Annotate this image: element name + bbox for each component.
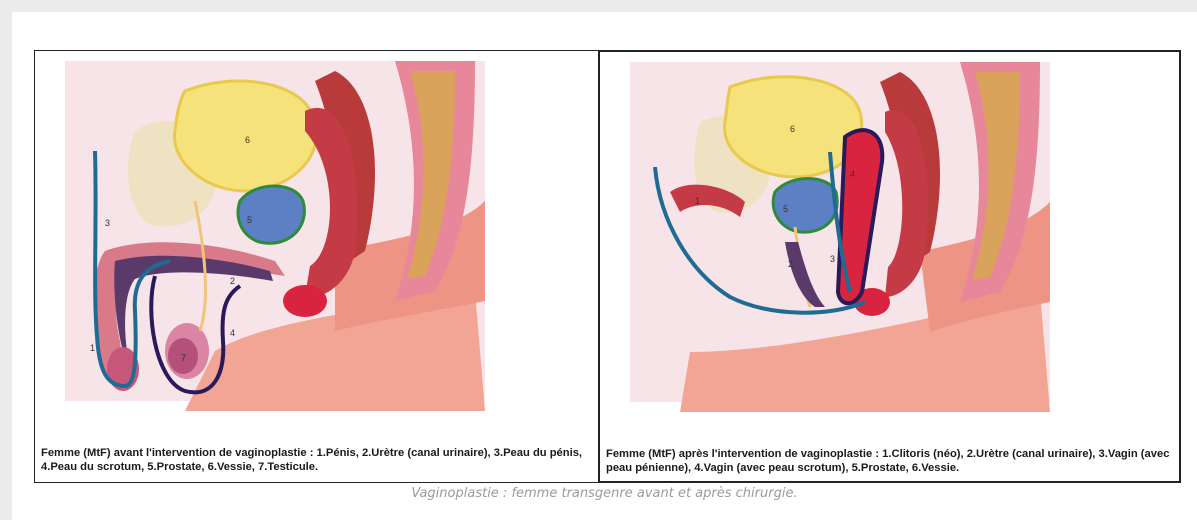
before-anatomy-svg: 6 5 2 3 1 7 bbox=[35, 51, 601, 411]
marker-3: 3 bbox=[830, 254, 835, 264]
marker-1: 1 bbox=[90, 343, 95, 353]
marker-4: 4 bbox=[230, 328, 235, 338]
marker-5: 5 bbox=[783, 204, 788, 214]
marker-1: 1 bbox=[695, 196, 700, 206]
after-surgery-panel: 6 5 4 2 3 1 bbox=[598, 50, 1181, 483]
marker-2: 2 bbox=[230, 276, 235, 286]
after-caption: Femme (MtF) après l'intervention de vagi… bbox=[606, 447, 1173, 475]
marker-4: 4 bbox=[850, 169, 855, 179]
before-caption: Femme (MtF) avant l'intervention de vagi… bbox=[41, 446, 595, 474]
marker-7: 7 bbox=[181, 353, 186, 363]
figure-caption: Vaginoplastie : femme transgenre avant e… bbox=[12, 486, 1197, 501]
marker-6: 6 bbox=[790, 124, 795, 134]
marker-3: 3 bbox=[105, 218, 110, 228]
marker-6: 6 bbox=[245, 135, 250, 145]
document-sheet: 6 5 2 3 1 7 bbox=[12, 12, 1197, 520]
marker-5: 5 bbox=[247, 215, 252, 225]
before-surgery-panel: 6 5 2 3 1 7 bbox=[34, 50, 602, 483]
before-anatomy-illustration: 6 5 2 3 1 7 bbox=[35, 51, 601, 411]
after-anatomy-svg: 6 5 4 2 3 1 bbox=[600, 52, 1179, 412]
after-anatomy-illustration: 6 5 4 2 3 1 bbox=[600, 52, 1179, 412]
marker-2: 2 bbox=[788, 259, 793, 269]
